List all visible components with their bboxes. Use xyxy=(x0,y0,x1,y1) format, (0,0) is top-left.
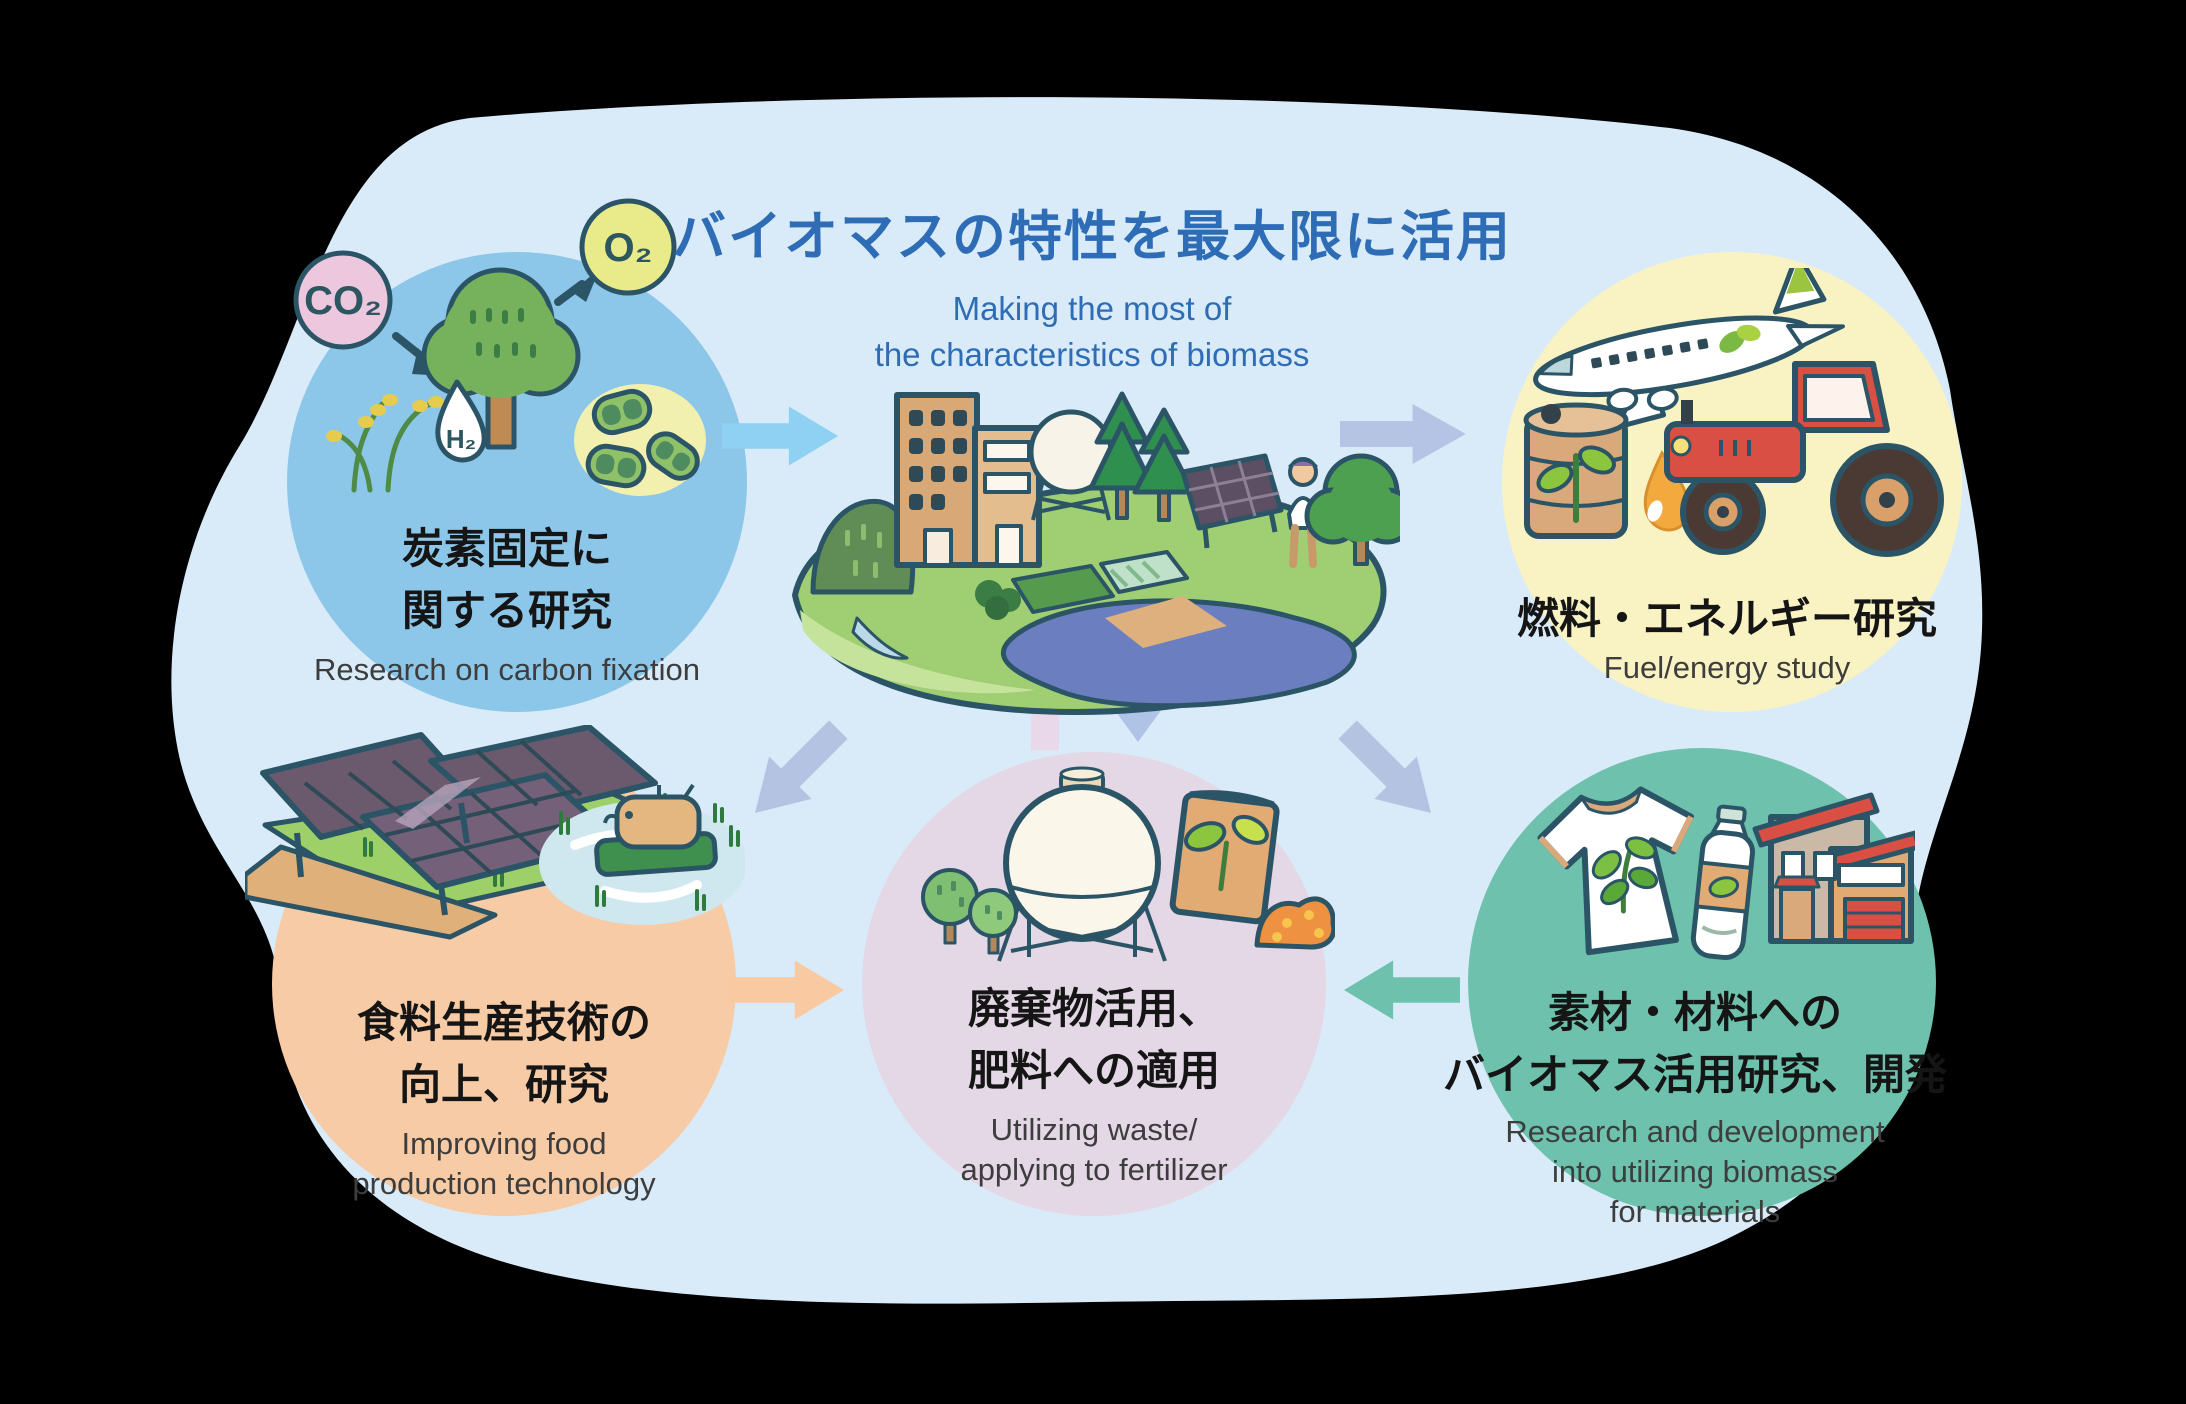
arrow-hub-to-food-icon xyxy=(754,720,848,814)
solar-sharing-panels-icon xyxy=(260,725,658,916)
food-production-en-line1: Improving food xyxy=(401,1126,607,1161)
materials-ja-line1: 素材・材料への xyxy=(1547,989,1842,1036)
barrel-sprout-icon xyxy=(1536,445,1616,523)
carbon-fixation-ja-line1: 炭素固定に xyxy=(401,525,612,572)
food-production-ja-line2: 向上、研究 xyxy=(398,1061,609,1108)
paddy-pond-icon xyxy=(539,783,745,925)
pine-trees-icon xyxy=(1088,391,1196,522)
materials-title-en: Research and development into utilizing … xyxy=(1415,1112,1975,1232)
co2-label: CO₂ xyxy=(304,279,382,323)
materials-en-line3: for materials xyxy=(1609,1194,1781,1229)
arrow-carbon-to-hub-icon xyxy=(722,406,839,466)
waste-fertilizer-ja-line1: 廃棄物活用、 xyxy=(967,985,1220,1032)
carbon-fixation-circle xyxy=(287,252,747,712)
o2-label: O₂ xyxy=(604,226,653,270)
waste-fertilizer-title-en: Utilizing waste/ applying to fertilizer xyxy=(834,1110,1354,1190)
carbon-fixation-title-ja: 炭素固定に 関する研究 xyxy=(237,518,777,642)
carbon-fixation-ja-line2: 関する研究 xyxy=(401,587,612,634)
materials-en-line2: into utilizing biomass xyxy=(1551,1154,1839,1189)
carbon-fixation-illustration: CO₂ O₂ xyxy=(293,198,706,496)
leaf-logo-icon xyxy=(1719,324,1761,353)
materials-title-ja: 素材・材料への バイオマス活用研究、開発 xyxy=(1415,982,1975,1106)
arrow-food-to-waste-icon xyxy=(728,960,845,1020)
microalgae-icon xyxy=(574,384,706,496)
solar-panel-small-icon xyxy=(1180,453,1284,549)
gas-tank-small-icon xyxy=(1028,409,1114,521)
waste-fertilizer-ja-line2: 肥料への適用 xyxy=(967,1047,1220,1094)
hydrogen-drop-icon: H₂ xyxy=(435,379,487,463)
materials-ja-line2: バイオマス活用研究、開発 xyxy=(1442,1051,1947,1098)
materials-illustration xyxy=(1537,786,1915,961)
biofuel-barrel-icon xyxy=(1523,402,1629,539)
robot-duck-icon xyxy=(594,783,718,877)
materials-en-line1: Research and development xyxy=(1505,1114,1885,1149)
oil-drop-icon xyxy=(1643,450,1691,532)
fertilizer-bag-icon xyxy=(1169,790,1280,925)
page-title: バイオマスの特性を最大限に活用 xyxy=(672,207,1512,267)
compost-pile-icon xyxy=(1254,896,1335,950)
house-icon xyxy=(1752,792,1915,944)
airplane-icon xyxy=(1533,268,1845,430)
waste-fertilizer-en-line2: applying to fertilizer xyxy=(960,1152,1228,1187)
waste-fertilizer-en-line1: Utilizing waste/ xyxy=(990,1112,1198,1147)
page-subtitle: Making the most of the characteristics o… xyxy=(592,286,1592,378)
gas-holder-icon xyxy=(997,766,1167,962)
building-tall-icon xyxy=(894,392,980,568)
farm-fields-icon xyxy=(975,550,1189,620)
leaf-branch-icon xyxy=(1591,836,1659,914)
tshirt-icon xyxy=(1537,786,1694,956)
page-subtitle-line2: the characteristics of biomass xyxy=(874,336,1310,373)
tree-icon xyxy=(421,267,581,450)
food-production-ja-line1: 食料生産技術の xyxy=(356,999,651,1046)
rice-plant-icon xyxy=(333,401,457,493)
fuel-energy-title-en: Fuel/energy study xyxy=(1603,650,1851,685)
carbon-fixation-title-en: Research on carbon fixation xyxy=(313,652,700,687)
hub-tree-icon xyxy=(1304,453,1400,566)
arrow-hub-to-fuel-icon xyxy=(1340,404,1466,464)
small-trees-icon xyxy=(921,868,1018,955)
fuel-energy-illustration xyxy=(1523,268,1944,557)
food-production-title-en: Improving food production technology xyxy=(234,1124,774,1204)
tractor-icon xyxy=(1664,361,1944,557)
food-production-en-line2: production technology xyxy=(352,1166,656,1201)
bag-sprout-icon xyxy=(1183,814,1269,892)
bottle-icon xyxy=(1690,804,1756,961)
building-small-icon xyxy=(972,425,1042,568)
waste-fertilizer-title-ja: 廃棄物活用、 肥料への適用 xyxy=(834,978,1354,1102)
waste-fertilizer-illustration xyxy=(921,766,1335,962)
fuel-energy-title-ja: 燃料・エネルギー研究 xyxy=(1516,595,1937,642)
arrow-hub-to-materials-icon xyxy=(1338,720,1432,814)
arrow-materials-to-waste-icon xyxy=(1343,960,1460,1020)
food-production-illustration xyxy=(245,725,745,940)
o2-badge-icon: O₂ xyxy=(579,198,677,296)
co2-badge-icon: CO₂ xyxy=(293,250,393,350)
hub-landscape-illustration xyxy=(792,391,1400,715)
food-production-title-ja: 食料生産技術の 向上、研究 xyxy=(234,992,774,1116)
h2-label: H₂ xyxy=(446,424,476,454)
page-subtitle-line1: Making the most of xyxy=(952,290,1232,327)
